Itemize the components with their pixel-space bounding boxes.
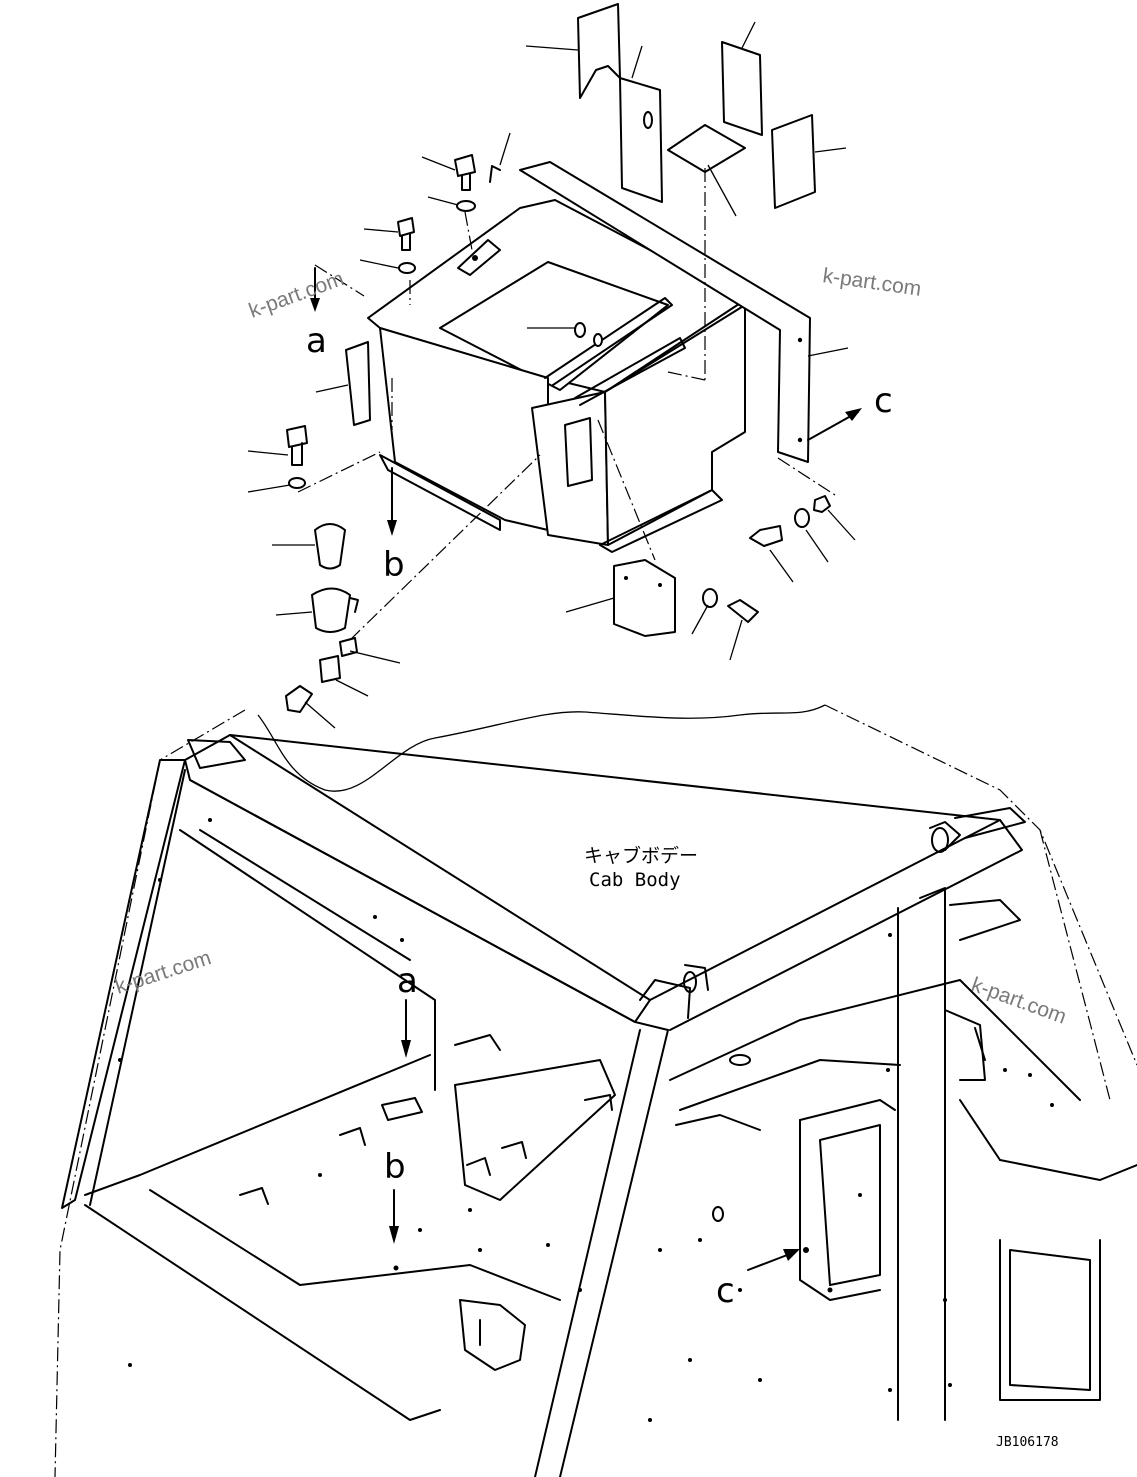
watermark-3: k-part.com (112, 946, 213, 999)
bolt-icon (286, 425, 308, 448)
grommet-icon (574, 322, 586, 338)
label-b-upper: b (383, 545, 405, 585)
bracket (613, 559, 676, 637)
washer-icon (398, 262, 416, 274)
gasket-sheet-1 (577, 3, 621, 99)
reference-arrows-lower (389, 999, 800, 1271)
side-strip (345, 341, 371, 426)
washer-icon (794, 508, 810, 528)
clip-icon (339, 637, 358, 657)
gasket-sheets (577, 3, 816, 209)
gasket-sheet-3 (721, 41, 763, 136)
label-b-lower: b (384, 1147, 406, 1187)
cup-holder-icon (314, 523, 346, 570)
front-recess (564, 417, 593, 487)
label-c-upper: c (874, 381, 893, 421)
watermark-2: k-part.com (821, 264, 922, 301)
grommet-icon (593, 333, 603, 347)
bolt-icon (454, 154, 476, 177)
cup-icon (311, 587, 351, 633)
washer-icon (456, 200, 476, 212)
bolt-icon (749, 525, 783, 547)
plate-icon (319, 655, 341, 683)
gasket-sheet-2 (619, 77, 663, 203)
washer-icon (702, 588, 718, 608)
caption-japanese: キャブボデー (584, 844, 698, 867)
roof-box-assembly (367, 199, 746, 553)
drawing-code: JB106178 (996, 1435, 1059, 1450)
fasteners (285, 154, 831, 713)
reference-arrows-upper (310, 267, 862, 536)
washer-icon (288, 477, 306, 489)
roof-box-left-wall (379, 327, 549, 531)
break-line (257, 704, 826, 792)
label-a-lower: a (397, 961, 418, 1001)
gasket-sheet-5 (771, 114, 816, 209)
screw-icon (285, 685, 313, 713)
nut-icon (813, 495, 831, 513)
clip-icon (489, 165, 501, 183)
bolt-icon (397, 217, 415, 237)
bolt-icon (727, 599, 759, 623)
watermark-1: k-part.com (246, 267, 347, 323)
gasket-sheet-4 (667, 124, 746, 173)
watermark-4: k-part.com (968, 973, 1069, 1029)
caption-english: Cab Body (589, 869, 681, 891)
cab-body (54, 704, 1137, 1477)
label-c-lower: c (716, 1271, 735, 1311)
back-plate (519, 161, 811, 463)
label-a-upper: a (306, 321, 327, 361)
leader-lines (247, 21, 856, 729)
